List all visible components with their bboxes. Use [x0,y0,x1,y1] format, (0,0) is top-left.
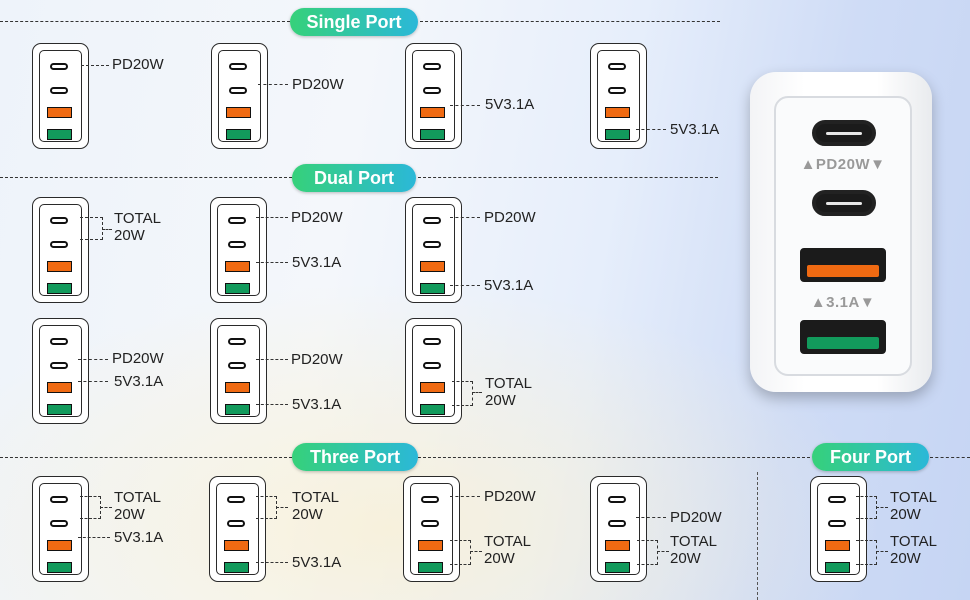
port-label: 5V3.1A [485,96,535,113]
port-label: 20W [292,506,323,523]
port-label: PD20W [670,509,722,526]
port-label: PD20W [484,488,536,505]
port-label: PD20W [112,56,164,73]
leader-line [276,507,288,508]
port-label: 5V3.1A [114,373,164,390]
charger-icon [405,43,462,149]
usb-a-orange-port-icon [800,248,886,282]
bracket [450,540,471,565]
four-port-heading: Four Port [812,443,929,471]
charger-icon [32,43,89,149]
port-label: PD20W [112,350,164,367]
usb-a-green-port-icon [800,320,886,354]
three-divider-right [418,457,810,458]
leader-line [450,105,480,106]
port-label: 5V3.1A [292,396,342,413]
charger-icon [405,318,462,424]
leader-line [100,507,112,508]
port-label: PD20W [484,209,536,226]
dual-port-heading: Dual Port [292,164,416,192]
bracket [452,381,473,406]
port-label: 20W [670,550,701,567]
three-divider-left [0,457,292,458]
charger-icon [211,43,268,149]
port-label: PD20W [292,76,344,93]
leader-line [78,381,108,382]
port-label: 20W [114,227,145,244]
port-label: 5V3.1A [670,121,720,138]
leader-line [636,517,666,518]
leader-line [636,129,666,130]
leader-line [102,229,112,230]
port-label: PD20W [291,351,343,368]
bracket [637,540,658,565]
charger-icon [32,476,89,582]
charger-port-panel: ▲PD20W▼ ▲3.1A▼ [774,96,912,376]
dual-divider-right [418,177,718,178]
single-port-heading: Single Port [290,8,418,36]
leader-line [450,285,480,286]
dual-divider-left [0,177,292,178]
port-label: TOTAL [890,533,937,550]
port-label: TOTAL [485,375,532,392]
pd-rating-label: ▲PD20W▼ [800,156,886,173]
leader-line [256,359,288,360]
leader-line [256,562,288,563]
leader-line [470,551,482,552]
charger-icon [810,476,867,582]
charger-product-image: ▲PD20W▼ ▲3.1A▼ [750,72,932,392]
leader-line [472,392,482,393]
port-label: TOTAL [292,489,339,506]
leader-line [78,537,110,538]
bracket [256,496,277,519]
charger-icon [403,476,460,582]
four-port-separator [757,472,758,600]
leader-line [256,262,288,263]
charger-icon [405,197,462,303]
port-label: 5V3.1A [484,277,534,294]
charger-icon [210,197,267,303]
leader-line [876,507,888,508]
usb-c-port-icon [812,120,876,146]
charger-icon [32,318,89,424]
leader-line [256,404,288,405]
port-label: PD20W [291,209,343,226]
port-label: TOTAL [114,210,161,227]
port-label: TOTAL [484,533,531,550]
four-divider-right [930,457,970,458]
usb-c-port-icon [812,190,876,216]
leader-line [657,551,669,552]
port-label: 20W [484,550,515,567]
leader-line [450,217,480,218]
port-label: TOTAL [114,489,161,506]
leader-line [81,65,109,66]
port-label: TOTAL [890,489,937,506]
single-divider-left [0,21,290,22]
single-divider-right [420,21,720,22]
leader-line [258,84,288,85]
bracket [856,540,877,565]
bracket [80,496,101,519]
leader-line [876,551,888,552]
leader-line [450,496,480,497]
port-label: 20W [485,392,516,409]
port-label: 5V3.1A [114,529,164,546]
three-port-heading: Three Port [292,443,418,471]
bracket [856,496,877,519]
charger-icon [209,476,266,582]
port-label: 5V3.1A [292,554,342,571]
port-label: TOTAL [670,533,717,550]
bracket [80,217,103,240]
charger-icon [590,476,647,582]
port-label: 20W [890,550,921,567]
charger-icon [210,318,267,424]
usb-a-rating-label: ▲3.1A▼ [810,294,876,311]
leader-line [256,217,288,218]
port-label: 5V3.1A [292,254,342,271]
port-label: 20W [114,506,145,523]
charger-icon [32,197,89,303]
port-label: 20W [890,506,921,523]
leader-line [78,359,108,360]
charger-icon [590,43,647,149]
